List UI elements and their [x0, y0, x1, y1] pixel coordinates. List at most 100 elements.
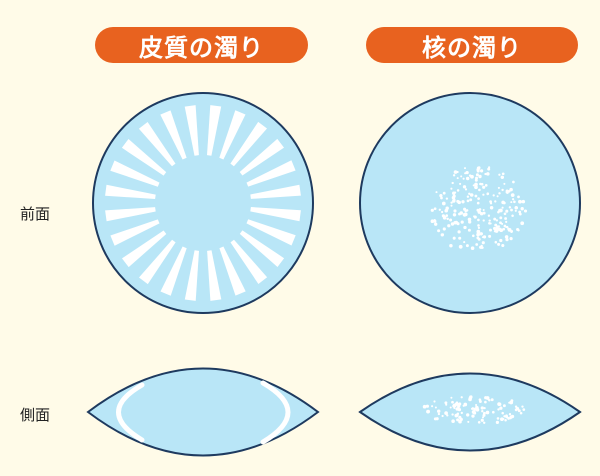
nuclear-speck — [479, 212, 484, 216]
nuclear-speck — [478, 188, 481, 192]
nuclear-speck — [502, 404, 506, 408]
nuclear-speck — [466, 195, 470, 198]
nuclear-speck — [486, 172, 490, 176]
nuclear-speck — [482, 413, 486, 417]
nuclear-speck — [505, 238, 509, 242]
nuclear-speck — [445, 214, 449, 217]
nuclear-speck — [522, 408, 526, 411]
nuclear-speck — [456, 177, 459, 180]
nuclear-speck — [472, 234, 475, 238]
nuclear-speck — [520, 221, 525, 226]
nuclear-speck — [431, 405, 434, 408]
nuclear-speck — [505, 225, 508, 229]
nuclear-speck — [508, 206, 512, 209]
cortical-spoke — [246, 160, 296, 187]
nuclear-speck — [484, 184, 488, 187]
nuclear-speck — [462, 177, 465, 180]
nuclear-speck — [504, 235, 509, 239]
nuclear-speck — [497, 408, 500, 411]
nuclear-speck — [460, 411, 463, 415]
nuclear-speck — [479, 245, 483, 249]
nuclear-speck — [473, 407, 477, 411]
nuclear-speck — [494, 240, 498, 244]
nuclear-speck — [435, 191, 438, 194]
cortical-spoke — [110, 160, 160, 187]
nuclear-speck — [470, 395, 473, 398]
nuclear-speck — [439, 193, 443, 198]
nuclear-speck — [512, 180, 515, 184]
nuclear-speck — [475, 406, 479, 410]
nuclear-speck — [477, 224, 480, 227]
nuclear-speck — [469, 198, 473, 202]
nuclear-speck — [523, 209, 528, 213]
cortical-spoke — [246, 219, 296, 246]
nuclear-speck — [501, 188, 504, 192]
nuclear-speck — [433, 219, 436, 222]
nuclear-speck — [509, 417, 512, 420]
nuclear-speck — [446, 217, 449, 221]
nuclear-speck — [517, 229, 520, 232]
nuclear-speck — [452, 236, 456, 240]
nuclear-speck — [505, 189, 509, 193]
nuclear-speck — [489, 206, 494, 210]
nuclear-speck — [501, 411, 504, 415]
cortical-spoke — [239, 138, 284, 176]
nuclear-speck — [452, 404, 456, 408]
nuclear-speck — [496, 417, 500, 420]
nuclear-speck — [480, 406, 484, 410]
nuclear-speck — [493, 217, 497, 221]
nuclear-speck — [478, 208, 482, 211]
nuclear-speck — [468, 192, 471, 195]
cortical-opacity-header: 皮質の濁り — [95, 27, 308, 63]
nuclear-speck — [470, 174, 474, 179]
nuclear-speck — [438, 208, 441, 211]
cortical-spoke — [230, 121, 267, 167]
nuclear-speck — [503, 212, 507, 216]
nuclear-speck — [482, 185, 486, 189]
nuclear-speck — [446, 414, 449, 417]
nuclear-speck — [433, 207, 437, 211]
nuclear-speck — [457, 230, 461, 234]
nuclear-dot-opacities — [430, 166, 528, 250]
nuclear-speck — [476, 201, 480, 205]
nuclear-speck — [518, 212, 522, 216]
nuclear-speck — [517, 409, 521, 413]
nuclear-speck — [450, 396, 453, 399]
nuclear-speck — [445, 403, 448, 406]
nuclear-speck — [501, 206, 504, 209]
nuclear-speck — [430, 208, 434, 212]
nuclear-speck — [494, 200, 497, 203]
nuclear-speck — [450, 222, 455, 226]
nuclear-speck — [458, 244, 463, 249]
nuclear-speck — [453, 209, 457, 213]
nuclear-speck — [451, 181, 454, 185]
nuclear-speck — [500, 175, 505, 180]
nuclear-speck — [497, 242, 501, 246]
nuclear-speck — [482, 193, 485, 196]
nuclear-speck — [505, 209, 509, 213]
nuclear-speck — [434, 222, 438, 226]
nuclear-speck — [501, 243, 505, 248]
nuclear-speck — [451, 419, 455, 423]
nuclear-speck — [449, 406, 452, 409]
cortical-spoke — [219, 246, 246, 296]
nuclear-speck — [442, 191, 446, 195]
nuclear-speck — [503, 415, 506, 418]
nuclear-speck — [456, 412, 460, 415]
nuclear-speck — [482, 208, 485, 212]
nuclear-speck — [452, 213, 457, 217]
nuclear-speck — [447, 224, 451, 228]
nuclear-speck — [465, 244, 469, 248]
nuclear-speck — [499, 238, 503, 243]
nuclear-speck — [442, 227, 446, 231]
nuclear-speck — [490, 398, 494, 402]
nuclear-speck — [451, 195, 456, 200]
nuclear-speck — [433, 417, 437, 421]
nuclear-speck — [499, 406, 503, 410]
nuclear-speck — [468, 220, 472, 224]
nuclear-speck — [464, 188, 468, 191]
nuclear-speck — [458, 415, 462, 419]
nuclear-speck — [475, 243, 479, 246]
nuclear-speck — [489, 202, 493, 205]
nuclear-speck — [457, 407, 462, 412]
